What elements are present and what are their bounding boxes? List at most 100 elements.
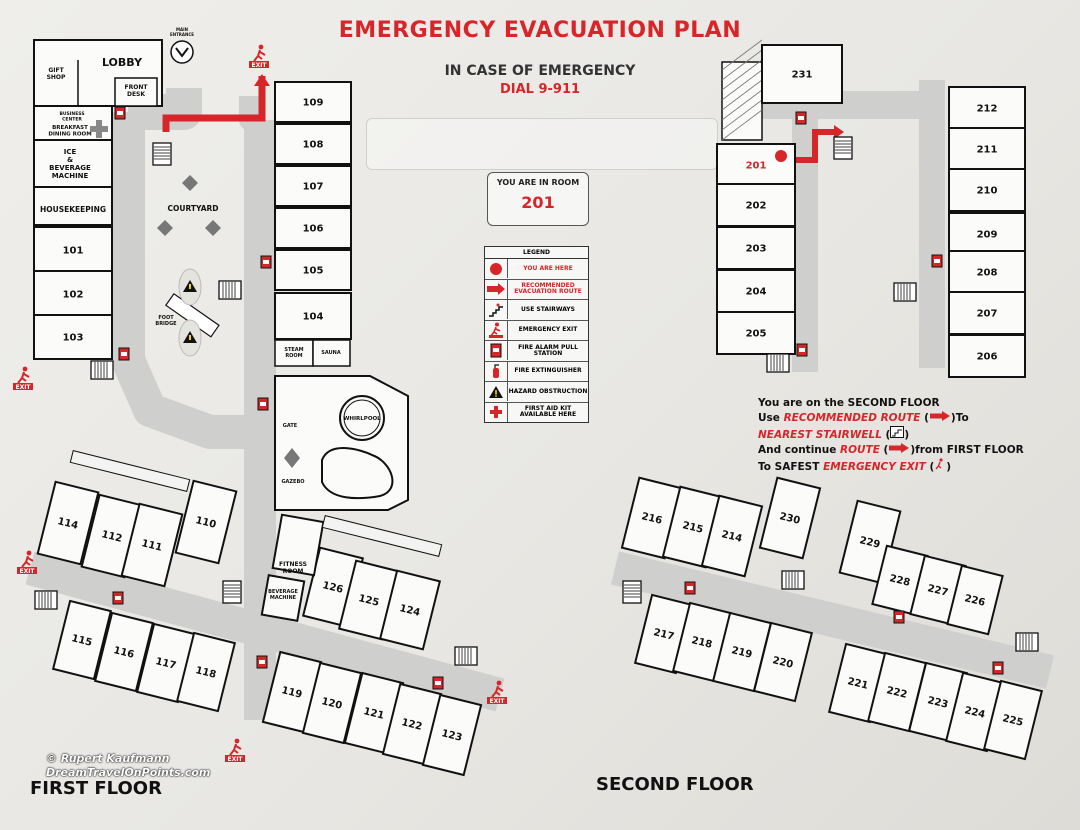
exit-figure: [491, 685, 504, 698]
instr-text: (: [925, 461, 935, 473]
area-label: BEVERAGE: [49, 164, 91, 172]
stairs-icon: [766, 353, 790, 373]
room: 111: [120, 502, 184, 588]
room-label: 105: [303, 266, 324, 277]
plan-title: EMERGENCY EVACUATION PLAN: [338, 18, 742, 43]
room-outline: [716, 311, 796, 355]
gazebo: [284, 448, 300, 468]
room-outline: [758, 476, 822, 560]
room: 107: [274, 165, 352, 207]
fire-alarm-icon: [432, 676, 444, 690]
room-outline: [982, 679, 1044, 761]
exit-head: [258, 44, 264, 50]
room-label: 207: [977, 309, 998, 320]
hatch: [721, 39, 763, 71]
area-label: BREAKFAST: [52, 125, 88, 131]
legend-label: YOU ARE HERE: [523, 264, 573, 272]
room-label: 211: [977, 145, 998, 156]
area-label: SAUNA: [321, 350, 341, 356]
stairs-icon: [222, 580, 242, 604]
exit-head: [22, 366, 28, 372]
exit-text: EXIT: [15, 384, 31, 391]
room-label: 121: [362, 706, 385, 722]
room: 222: [866, 651, 928, 733]
fire-alarm-icon: [931, 254, 943, 268]
hatch: [721, 99, 763, 131]
room-outline: [946, 564, 1004, 636]
first-aid-icon: [90, 120, 108, 138]
room-label: 228: [888, 573, 911, 589]
area-label: GIFT: [48, 67, 64, 74]
room-label: 108: [303, 140, 324, 151]
red-arrow-icon: [889, 443, 910, 453]
room: 204: [716, 269, 796, 313]
room-outline: [948, 334, 1026, 378]
room-outline: [33, 314, 113, 360]
room-label: 217: [652, 627, 675, 643]
area-label: FITNESS: [279, 561, 307, 568]
room-label: 202: [746, 201, 767, 212]
beverage-room: [260, 574, 306, 622]
hatch: [721, 69, 763, 101]
room: 225: [982, 679, 1044, 761]
legend: LEGEND YOU ARE HERE RECOMMENDED EVACUATI…: [484, 246, 589, 423]
room-label: 222: [885, 685, 908, 701]
exit-icon: [489, 322, 503, 339]
room: 103: [33, 314, 113, 360]
legend-row: RECOMMENDED EVACUATION ROUTE: [485, 279, 588, 300]
first-floor-label: FIRST FLOOR: [30, 778, 162, 799]
area-label: MAIN: [176, 27, 188, 32]
room: 110: [174, 479, 238, 565]
header-panel: [366, 118, 718, 170]
room-label: 112: [100, 529, 123, 545]
fire-alarm-icon: [796, 343, 808, 357]
fire-alarm-icon: [256, 655, 268, 669]
instr-text: ): [946, 461, 952, 473]
fire-extinguisher-icon: [493, 364, 499, 378]
exit-plate: [17, 567, 37, 574]
dial-line: DIAL 9-911: [499, 82, 581, 97]
instr-text: (: [881, 429, 891, 441]
ice-machine: [33, 139, 113, 189]
room-label: 104: [303, 312, 324, 323]
canopy: [321, 515, 443, 557]
fire-alarm-icon: [260, 255, 272, 269]
stairs-icon: [454, 646, 478, 666]
room-label: 206: [977, 352, 998, 363]
area-label: FRONT: [125, 84, 149, 91]
stairs-box: [90, 360, 114, 380]
room-label: 209: [977, 230, 998, 241]
stairs-box: [152, 142, 172, 166]
stairs-box: [454, 646, 478, 666]
room: [33, 186, 113, 226]
room: 209: [948, 212, 1026, 256]
alarm-handle: [121, 352, 127, 356]
stairs-box: [1015, 632, 1039, 652]
room: 104: [274, 292, 352, 340]
room-outline: [33, 270, 113, 318]
legend-label: FIRE ALARM PULL STATION: [518, 343, 578, 357]
exit-icon: EXIT: [17, 550, 37, 575]
room-outline: [36, 480, 100, 566]
area-label: DESK: [127, 91, 145, 98]
room-label: 103: [63, 333, 84, 344]
room-label: 205: [746, 329, 767, 340]
evacuation-routes: [162, 74, 844, 163]
stairs-icon: [152, 142, 172, 166]
room-label: 120: [320, 696, 343, 712]
instr-text: ): [904, 429, 910, 441]
room-label: 214: [720, 529, 743, 545]
area-label: ICE: [64, 148, 77, 156]
entrance-chevron: [175, 47, 189, 58]
you-are-in-label: YOU ARE IN ROOM: [496, 178, 580, 187]
hatched-area: [721, 61, 763, 141]
room-label: 110: [194, 515, 217, 531]
first-aid-icon: [490, 406, 502, 419]
whirlpool: [339, 395, 385, 441]
exit-figure: [21, 555, 34, 568]
area-label: SHOP: [47, 74, 66, 81]
alarm-handle: [799, 348, 805, 352]
corridor: [25, 551, 505, 712]
